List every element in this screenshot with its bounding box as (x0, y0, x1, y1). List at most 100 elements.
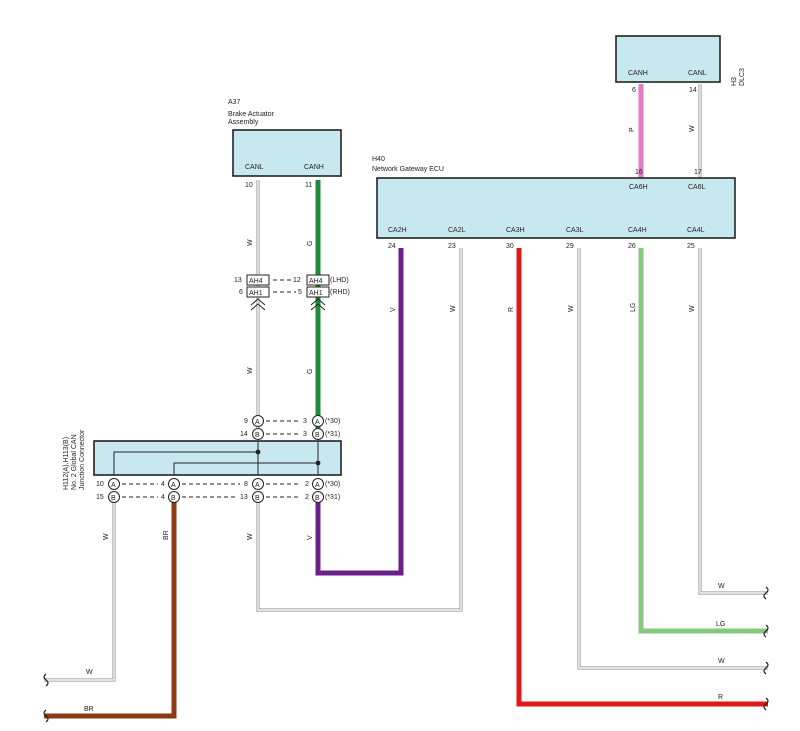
ah-right-chevron-icon (310, 298, 326, 311)
ah1-left-box (246, 286, 270, 298)
a37-canh-label: CANH (304, 164, 324, 171)
h40-bottom-pin-number: 26 (628, 243, 636, 250)
jc-b1-c4: A (315, 482, 320, 489)
ah1-right-box (306, 286, 330, 298)
jc-wire-3: W (247, 533, 254, 540)
ah1-note: (RHD) (330, 289, 350, 296)
out-left-w: W (86, 669, 93, 676)
dlc3-name: DLC3 (739, 68, 746, 86)
h40-name: Network Gateway ECU (372, 166, 444, 173)
jc-b1-p4: 2 (305, 481, 309, 488)
jc-top2-left-circle (252, 428, 264, 440)
a37-wire-g: G (307, 241, 314, 246)
dlc3-canl-label: CANL (688, 70, 707, 77)
wire-ca3l-inner (578, 248, 768, 669)
dlc3-canh-label: CANH (628, 70, 648, 77)
h40-top-pin-number: 17 (694, 169, 702, 176)
wire-jc-col1-outline (44, 502, 116, 682)
jc-top1-right-circle (312, 415, 324, 427)
jc-top-rows: 9 A 3 A (*30) 14 B 3 B (*31) (240, 415, 340, 440)
jc-b2-note: (*31) (325, 494, 340, 501)
wire-jc-col3-inner (257, 248, 462, 611)
jc-top2-left-pin: 14 (240, 431, 248, 438)
dlc3-wire-p: P (629, 127, 636, 132)
dlc3-pin-canh: 6 (632, 87, 636, 94)
ah4-note: (LHD) (330, 277, 349, 284)
jc-splice-1 (255, 449, 261, 455)
h40-bottom-wire-code: R (508, 307, 515, 312)
jc-top2-right-circle (312, 428, 324, 440)
h40-bottom-pin-label: CA3H (506, 227, 525, 234)
jc-top1-right: A (315, 419, 320, 426)
jc-top1-right-pin: 3 (303, 418, 307, 425)
out-right-w1: W (718, 583, 725, 590)
wire-lg-lightgreen (638, 248, 768, 634)
h40-bottom-pin-number: 25 (687, 243, 695, 250)
ah1-left-pin: 6 (239, 289, 243, 296)
ah1-right-label: AH1 (309, 290, 323, 297)
dlc3-pin-canl: 14 (689, 87, 697, 94)
jc-top2-right-pin: 3 (303, 431, 307, 438)
break-mark-left-w-icon (43, 673, 49, 687)
h40-bottom-pins: CA2H24VCA2L23WCA3H30RCA3L29WCA4H26LGCA4L… (388, 227, 705, 312)
h40-bottom-pin-number: 30 (506, 243, 514, 250)
a37-pin-canh: 11 (305, 182, 312, 189)
jc-b2-c2-circle (168, 491, 180, 503)
jc-top1-note: (*30) (325, 418, 340, 425)
h40-bottom-pin-label: CA2L (448, 227, 466, 234)
h40-bottom-pin-label: CA3L (566, 227, 584, 234)
ah4-right-label: AH4 (309, 278, 323, 285)
jc-b2-c2: B (171, 495, 176, 502)
h40-bottom-pin-number: 29 (566, 243, 574, 250)
jc-top2-left: B (255, 432, 260, 439)
jc-b2-c1-circle (108, 491, 120, 503)
jc-b1-p1: 10 (96, 481, 104, 488)
jc-wire-1: W (103, 533, 110, 540)
a37-pin-canl: 10 (245, 182, 253, 189)
jc-label-1: H112(A),H113(B) (63, 437, 70, 490)
jc-b2-c3: B (255, 495, 260, 502)
dlc3-box (615, 35, 721, 83)
ah-lower-wire-w: W (247, 367, 254, 374)
h40-bottom-wire-code: W (689, 305, 696, 312)
wire-jc-col1-inner (44, 502, 115, 681)
ah-left-chevron-icon (250, 298, 266, 311)
out-right-r: R (718, 694, 723, 701)
jc-b2-p4: 2 (305, 494, 309, 501)
jc-bottom-rows: 10 A 4 A 8 A 2 A (*30) 15 B 4 B 13 B 2 B… (96, 478, 340, 503)
h40-box (376, 177, 736, 239)
jc-b2-c4: B (315, 495, 320, 502)
jc-internal-bus (113, 441, 321, 475)
h40-bottom-wire-code: V (390, 307, 397, 312)
h40-bottom-wire-code: W (450, 305, 457, 312)
wire-break-marks (43, 586, 769, 723)
jc-top1-left-pin: 9 (244, 418, 248, 425)
h40-bottom-pin-number: 24 (388, 243, 396, 250)
h40-bottom-wire-code: LG (630, 303, 637, 312)
jc-b2-c1: B (111, 495, 116, 502)
jc-b1-p2: 4 (161, 481, 165, 488)
ah1-left-label: AH1 (249, 290, 263, 297)
jc-bus-upper (113, 441, 259, 475)
jc-wire-2: BR (163, 530, 170, 540)
dlc3-wire-w: W (689, 125, 696, 132)
ah4-right-pin: 12 (293, 277, 301, 284)
a37-box (232, 129, 342, 177)
jc-top2-note: (*31) (325, 431, 340, 438)
wire-ca3l-outline (577, 248, 768, 670)
ah4-right-box (306, 274, 330, 286)
jc-top2-right: B (315, 432, 320, 439)
ah-lower-wire-g: G (307, 369, 314, 374)
jc-box (93, 440, 342, 476)
jc-b1-c3: A (255, 482, 260, 489)
break-mark-right-w1-icon (763, 586, 769, 600)
jc-b2-c4-circle (312, 491, 324, 503)
h40-top-pin-number: 16 (635, 169, 643, 176)
wire-ca4l-inner (699, 248, 768, 594)
jc-b2-p3: 13 (240, 494, 248, 501)
jc-top1-left: A (255, 419, 260, 426)
h40-code: H40 (372, 156, 385, 163)
jc-b1-c2: A (171, 482, 176, 489)
